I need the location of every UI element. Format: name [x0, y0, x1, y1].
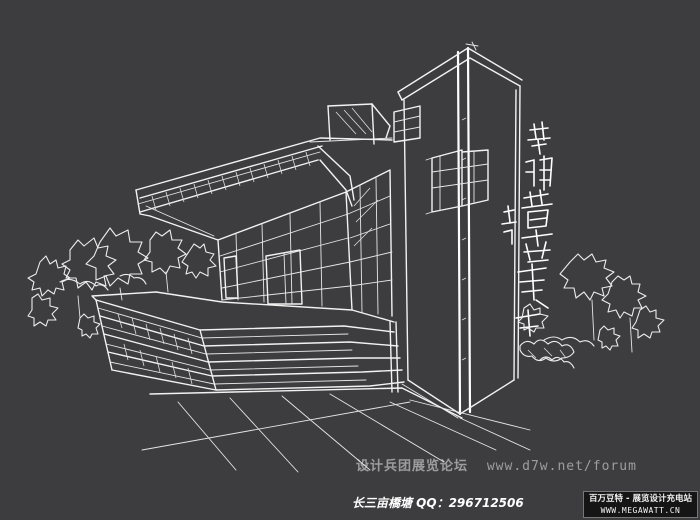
- forum-watermark-url: www.d7w.net/forum: [486, 459, 637, 474]
- cantilever-roof: [135, 137, 393, 241]
- upper-box: [309, 103, 393, 145]
- tower-windows: [393, 105, 489, 215]
- badge-title: 百万豆特 - 展览设计充电站: [589, 494, 692, 504]
- forum-watermark: 设计兵团展览论坛 www.d7w.net/forum: [356, 455, 637, 474]
- front-stairs: [91, 291, 405, 393]
- trees-right: [517, 253, 665, 353]
- credit-line: 长三亩橋塘 QQ：296712506: [352, 496, 524, 510]
- paving: [141, 387, 531, 473]
- tower: [397, 41, 523, 419]
- glass-facade: [217, 169, 393, 317]
- forum-watermark-name: 设计兵团展览论坛: [356, 459, 469, 474]
- shrubs: [519, 339, 575, 369]
- tower-calligraphy: [501, 121, 553, 337]
- badge-url: WWW.MEGAWATT.CN: [600, 506, 681, 515]
- megawatt-badge: 百万豆特 - 展览设计充电站 WWW.MEGAWATT.CN: [583, 491, 698, 518]
- trees-left: [27, 227, 217, 339]
